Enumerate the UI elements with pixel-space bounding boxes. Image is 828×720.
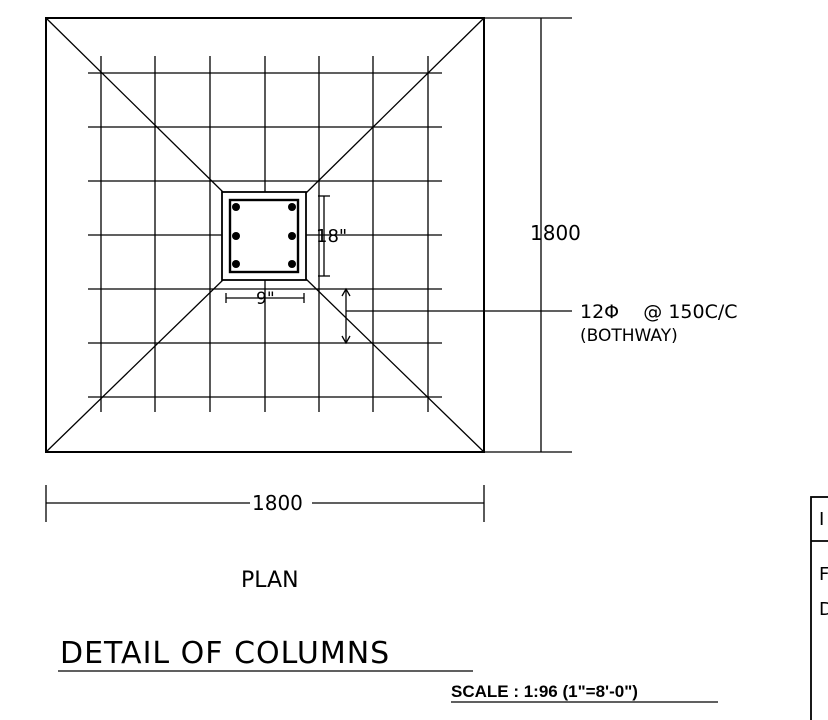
footing-outline <box>45 17 485 453</box>
title-block <box>810 496 828 720</box>
rebar-grid-vertical <box>100 56 429 412</box>
rebar-spacing-arrow <box>341 287 351 345</box>
column-height-dimension <box>318 195 330 277</box>
height-dimension <box>484 17 572 453</box>
drawing-title: DETAIL OF COLUMNS <box>60 636 390 671</box>
column-height-label: 18" <box>316 226 347 247</box>
column-section <box>228 198 300 274</box>
column-width-label: 9" <box>256 289 275 309</box>
width-dimension <box>45 485 485 522</box>
footing-slope-lines <box>45 17 485 453</box>
title-block-line1-char: F <box>819 564 828 585</box>
plan-label: PLAN <box>241 568 299 593</box>
title-block-header-char: I <box>819 509 824 530</box>
rebar-callout-label: 12Φ @ 150C/C <box>580 301 738 323</box>
title-block-line2-char: D <box>819 599 828 620</box>
width-dimension-label: 1800 <box>252 491 303 515</box>
rebar-callout-note: (BOTHWAY) <box>580 326 678 346</box>
column-width-dimension <box>225 293 305 303</box>
column-rebar-dots <box>232 203 296 268</box>
height-dimension-label: 1800 <box>530 221 581 245</box>
rebar-grid-horizontal <box>88 72 442 398</box>
scale-label: SCALE : 1:96 (1"=8'-0") <box>451 682 638 701</box>
